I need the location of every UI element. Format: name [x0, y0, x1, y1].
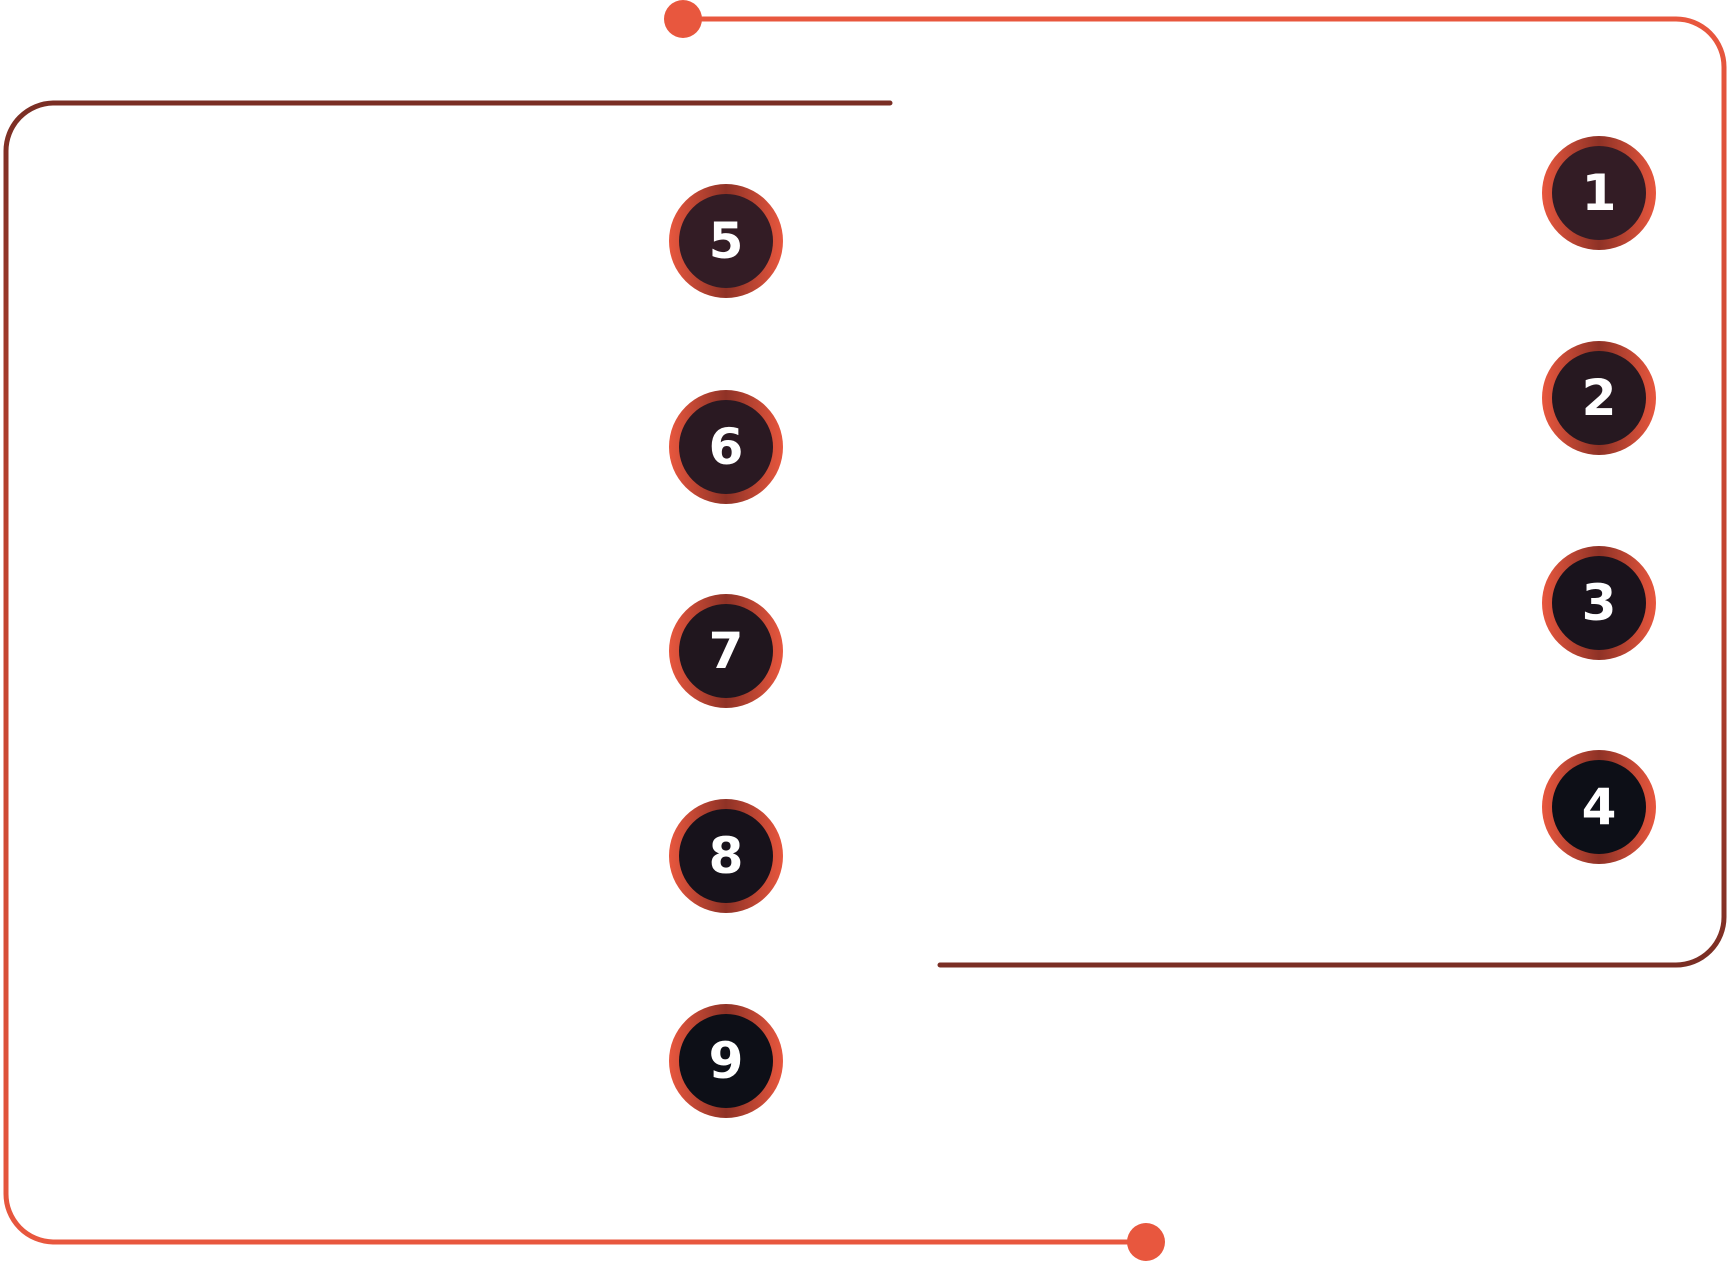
step-number: 4: [1552, 760, 1646, 854]
right-connector-path: [680, 16, 1727, 968]
step-badge: 3: [1542, 546, 1656, 660]
step-badge: 4: [1542, 750, 1656, 864]
step-number: 1: [1552, 146, 1646, 240]
step-number: 7: [679, 604, 773, 698]
step-badge: 8: [669, 799, 783, 913]
step-badge: 7: [669, 594, 783, 708]
step-badge: 9: [669, 1004, 783, 1118]
step-badge: 5: [669, 184, 783, 298]
left-connector-path: [3, 100, 1149, 1245]
step-number: 6: [679, 400, 773, 494]
step-number: 2: [1552, 351, 1646, 445]
step-number: 9: [679, 1014, 773, 1108]
step-badge: 6: [669, 390, 783, 504]
end-dot: [1127, 1223, 1165, 1261]
step-number: 5: [679, 194, 773, 288]
step-badge: 1: [1542, 136, 1656, 250]
start-dot: [664, 0, 702, 38]
step-badge: 2: [1542, 341, 1656, 455]
step-number: 3: [1552, 556, 1646, 650]
step-number: 8: [679, 809, 773, 903]
